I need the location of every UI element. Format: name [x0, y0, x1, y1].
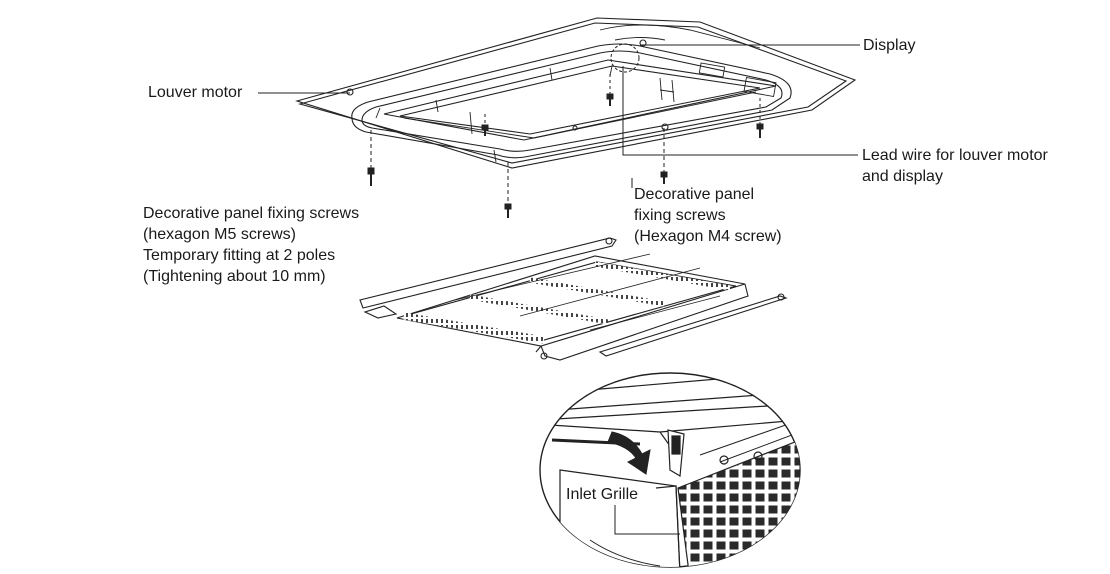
- label-lead-wire-line-2: and display: [862, 168, 943, 185]
- label-inlet-grille: Inlet Grille: [564, 484, 641, 505]
- m4-screw-right: [756, 98, 764, 138]
- label-lead-wire-line-1: Lead wire for louver motor: [862, 147, 1048, 164]
- label-m5-screws-line-3: Temporary fitting at 2 poles: [143, 247, 336, 264]
- label-m4-screws-line-2: fixing screws: [634, 207, 726, 224]
- label-m5-screws-line-4: (Tightening about 10 mm): [143, 268, 326, 285]
- m4-screw-left: [481, 114, 489, 136]
- m5-screw-center: [504, 162, 512, 218]
- label-louver-motor: Louver motor: [148, 84, 243, 101]
- display-detail-circle: [610, 43, 640, 73]
- leader-lines: [258, 44, 860, 535]
- m4-screw-front: [660, 128, 668, 184]
- inlet-grille-assembly: [359, 237, 788, 361]
- m4-screw-rear: [606, 74, 614, 106]
- decorative-panel: [295, 17, 857, 169]
- label-m5-screws-line-2: (hexagon M5 screws): [143, 226, 296, 243]
- label-m4-screws-line-1: Decorative panel: [634, 186, 755, 203]
- label-m5-screws: Decorative panel fixing screws (hexagon …: [143, 203, 359, 287]
- label-display: Display: [863, 37, 916, 54]
- inlet-grille-detail: [539, 372, 801, 568]
- m5-screw-left: [367, 130, 375, 186]
- label-m4-screws-line-3: (Hexagon M4 screw): [634, 228, 782, 245]
- label-m4-screws: Decorative panel fixing screws (Hexagon …: [634, 184, 782, 247]
- rotate-arrow-icon: [607, 431, 651, 475]
- label-m5-screws-line-1: Decorative panel fixing screws: [143, 205, 360, 222]
- label-lead-wire: Lead wire for louver motor and display: [862, 145, 1048, 187]
